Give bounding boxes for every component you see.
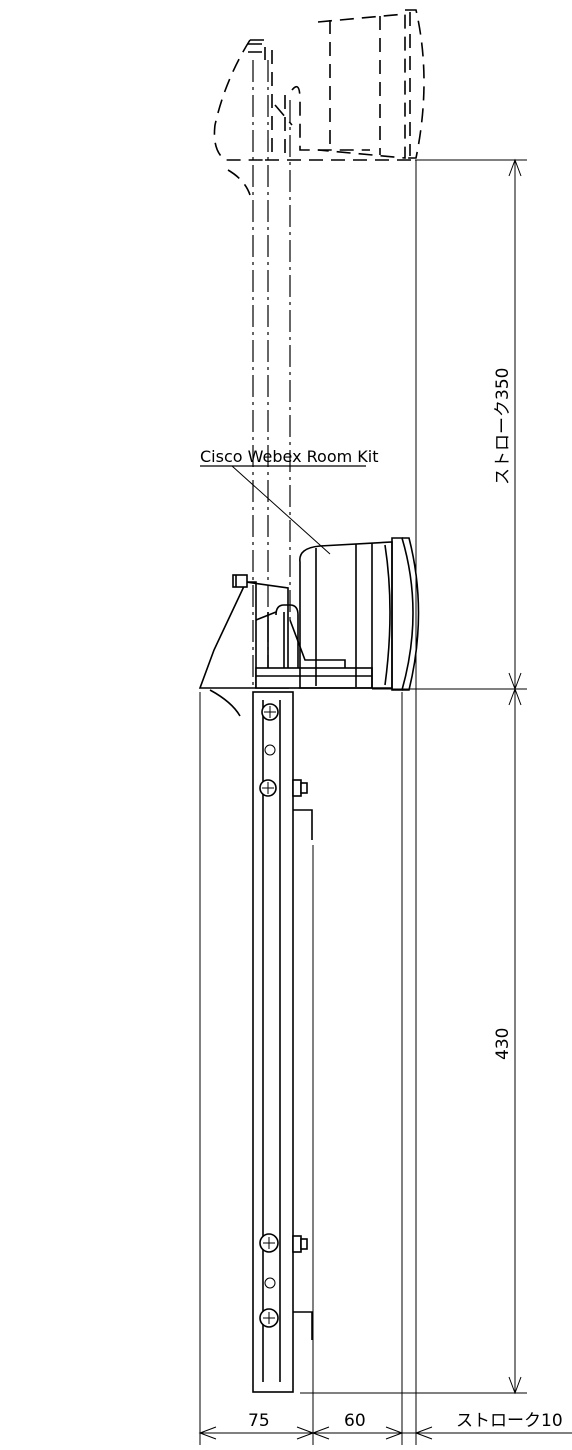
- lower-position-assembly: [198, 537, 420, 717]
- vertical-rail: [252, 691, 313, 1393]
- dim-depth-bracket: 75: [248, 1411, 270, 1431]
- callout-label: Cisco Webex Room Kit: [200, 447, 378, 466]
- dim-stroke-horizontal: ストローク10: [456, 1411, 563, 1431]
- dim-lower-height: 430: [493, 1028, 513, 1060]
- dim-depth-gap: 60: [344, 1411, 366, 1431]
- callout: Cisco Webex Room Kit: [200, 447, 378, 555]
- dimension-lines: [198, 158, 572, 1445]
- center-lines: [252, 60, 291, 690]
- upper-position-assembly: [213, 9, 425, 196]
- dim-stroke-vertical: ストローク350: [493, 368, 513, 485]
